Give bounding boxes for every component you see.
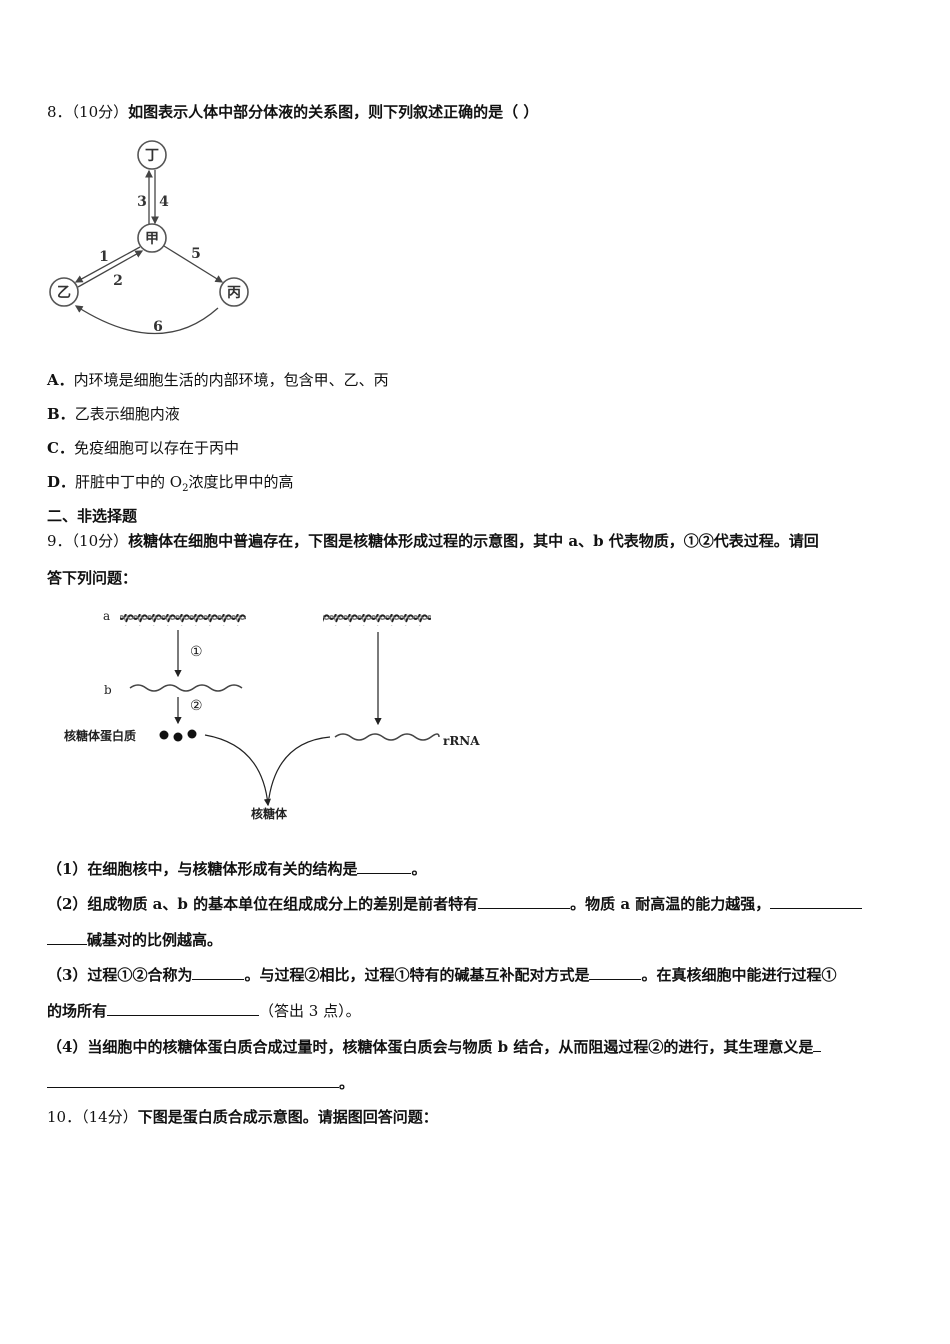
punctuation: 。 (411, 860, 427, 878)
punctuation: 。 (339, 1074, 355, 1092)
section-title: 二、非选择题 (47, 507, 138, 525)
question-text: 核糖体在细胞中普遍存在，下图是核糖体形成过程的示意图，其中 a、b 代表物质，①… (128, 532, 819, 550)
question-text: 如图表示人体中部分体液的关系图，则下列叙述正确的是（ ） (128, 103, 539, 121)
answer-blank[interactable] (47, 1073, 339, 1088)
question-8-stem: 8．（10分）如图表示人体中部分体液的关系图，则下列叙述正确的是（ ） (47, 102, 538, 122)
option-letter: D． (47, 473, 76, 491)
step-2-label: ② (190, 698, 203, 714)
arrow-label: 4 (159, 194, 169, 210)
node-label: 丁 (145, 148, 159, 164)
subquestion-text: 。物质 a 耐高温的能力越强， (570, 895, 771, 913)
arrow-label: 5 (191, 246, 201, 262)
body-fluid-diagram: 丁 甲 乙 丙 3 4 1 2 5 6 (49, 140, 249, 335)
subquestion-text: （1）在细胞核中，与核糖体形成有关的结构是 (47, 860, 358, 878)
subquestion-text: （3）过程①②合称为 (47, 966, 193, 984)
question-text: 下图是蛋白质合成示意图。请据图回答问题： (137, 1108, 438, 1126)
ribosomal-protein-dots (159, 729, 197, 742)
dna-a-helix (120, 614, 246, 626)
subquestion-text: 。与过程②相比，过程①特有的碱基互补配对方式是 (244, 966, 590, 984)
option-text: 乙表示细胞内液 (74, 405, 180, 423)
arrow-1 (74, 246, 141, 283)
node-ding (137, 140, 167, 170)
question-number: 10． (47, 1108, 82, 1126)
option-letter: A． (47, 371, 74, 389)
question-score: （10分） (71, 532, 129, 550)
label-b: b (104, 683, 112, 697)
option-d: D．肝脏中丁中的 O2浓度比甲中的高 (47, 472, 293, 499)
answer-blank[interactable] (770, 894, 863, 909)
subquestion-1: （1）在细胞核中，与核糖体形成有关的结构是 。 (47, 859, 426, 879)
answer-blank[interactable] (478, 894, 571, 909)
option-b: B．乙表示细胞内液 (47, 404, 180, 424)
rrna-label: rRNA (443, 734, 480, 748)
subscript: 2 (182, 483, 189, 494)
option-a: A．内环境是细胞生活的内部环境，包含甲、乙、丙 (47, 370, 389, 390)
question-10-stem: 10．（14分）下图是蛋白质合成示意图。请据图回答问题： (47, 1107, 438, 1127)
answer-blank[interactable] (813, 1037, 822, 1052)
subquestion-text: （答出 3 点）。 (259, 1002, 361, 1020)
subquestion-4-cont: 。 (47, 1073, 354, 1093)
subquestion-3: （3）过程①②合称为 。与过程②相比，过程①特有的碱基互补配对方式是 。在真核细胞中… (47, 965, 836, 985)
subquestion-2-cont: 碱基对的比例越高。 (47, 930, 222, 950)
subquestion-3-cont: 的场所有 （答出 3 点）。 (47, 1001, 361, 1021)
question-number: 9． (47, 532, 72, 550)
option-text: 免疫细胞可以存在于丙中 (73, 439, 239, 457)
option-letter: B． (47, 405, 75, 423)
subquestion-text: 。在真核细胞中能进行过程① (641, 966, 837, 984)
arrow-rrna-to-ribosome (267, 736, 331, 806)
step-1-label: ① (190, 644, 203, 660)
subquestion-text: （4）当细胞中的核糖体蛋白质合成过量时，核糖体蛋白质会与物质 b 结合，从而阻遏… (47, 1038, 814, 1056)
arrow-2 (77, 250, 144, 288)
subquestion-text: 的场所有 (47, 1002, 108, 1020)
question-number: 8． (47, 103, 72, 121)
node-bing (219, 277, 249, 307)
subquestion-2: （2）组成物质 a、b 的基本单位在组成成分上的差别是前者特有 。物质 a 耐高温… (47, 894, 863, 914)
mrna-b-strand (129, 684, 243, 692)
node-yi (49, 277, 79, 307)
arrow-label: 1 (99, 249, 109, 265)
question-9-stem-cont: 答下列问题： (47, 569, 138, 587)
arrow-label: 6 (153, 319, 163, 335)
option-c: C．免疫细胞可以存在于丙中 (47, 438, 239, 458)
question-score: （10分） (71, 103, 129, 121)
arrow-label: 3 (137, 194, 147, 210)
answer-blank[interactable] (192, 965, 245, 980)
option-text: 浓度比甲中的高 (188, 473, 294, 491)
option-text: 肝脏中丁中的 O (75, 473, 183, 491)
question-9-stem: 9．（10分）核糖体在细胞中普遍存在，下图是核糖体形成过程的示意图，其中 a、b… (47, 531, 819, 551)
node-label: 丙 (227, 285, 241, 301)
dna-rrna-gene-helix (323, 614, 431, 626)
arrow-label: 2 (113, 273, 123, 289)
subquestion-text: （2）组成物质 a、b 的基本单位在组成成分上的差别是前者特有 (47, 895, 479, 913)
ribosomal-protein-label: 核糖体蛋白质 (64, 728, 136, 743)
arrow-5 (163, 245, 224, 283)
subquestion-4: （4）当细胞中的核糖体蛋白质合成过量时，核糖体蛋白质会与物质 b 结合，从而阻遏… (47, 1037, 822, 1057)
arrow-6 (74, 305, 219, 335)
node-label: 乙 (57, 285, 71, 301)
node-label: 甲 (145, 231, 159, 247)
answer-blank[interactable] (47, 930, 87, 945)
subquestion-text: 碱基对的比例越高。 (87, 931, 223, 949)
ribosome-formation-diagram: a b ① ② 核糖体蛋白质 rRNA 核糖体 (64, 609, 480, 821)
rrna-strand (334, 733, 440, 741)
question-score: （14分） (81, 1108, 138, 1126)
option-letter: C． (47, 439, 74, 457)
answer-blank[interactable] (357, 859, 412, 874)
option-text: 内环境是细胞生活的内部环境，包含甲、乙、丙 (73, 371, 389, 389)
answer-blank[interactable] (107, 1001, 260, 1016)
arrow-protein-to-ribosome (204, 734, 271, 807)
answer-blank[interactable] (589, 965, 642, 980)
label-a: a (103, 609, 110, 623)
ribosome-label: 核糖体 (251, 806, 288, 821)
